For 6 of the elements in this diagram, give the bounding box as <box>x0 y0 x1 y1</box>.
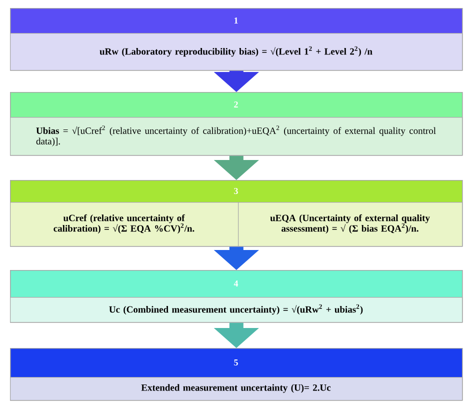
formula-box: Ubias = √[uCref$^{2}$ (relative uncertainty of calibration)+uEQA$^{2}$ (uncertainty of external quality control data)]. <box>10 117 463 156</box>
formula-box: uCref (relative uncertainty of calibration) = √(Σ EQA %CV)$^{2}$/n. <box>10 202 239 247</box>
formula-box: Uc (Combined measurement uncertainty) = √(uRw$^{2}$ + ubias$^{2}$) <box>10 297 463 323</box>
formula-box: uRw (Laboratory reproducibility bias) = √(Level 1$^{2}$ + Level 2$^{2}$) /n <box>10 33 463 71</box>
formula-box: Extended measurement uncertainty (U)= 2.Uc <box>10 377 463 401</box>
formula-box: uEQA (Uncertainty of external quality assessment) = √ (Σ bias EQA$^{2}$)/n. <box>238 202 463 247</box>
